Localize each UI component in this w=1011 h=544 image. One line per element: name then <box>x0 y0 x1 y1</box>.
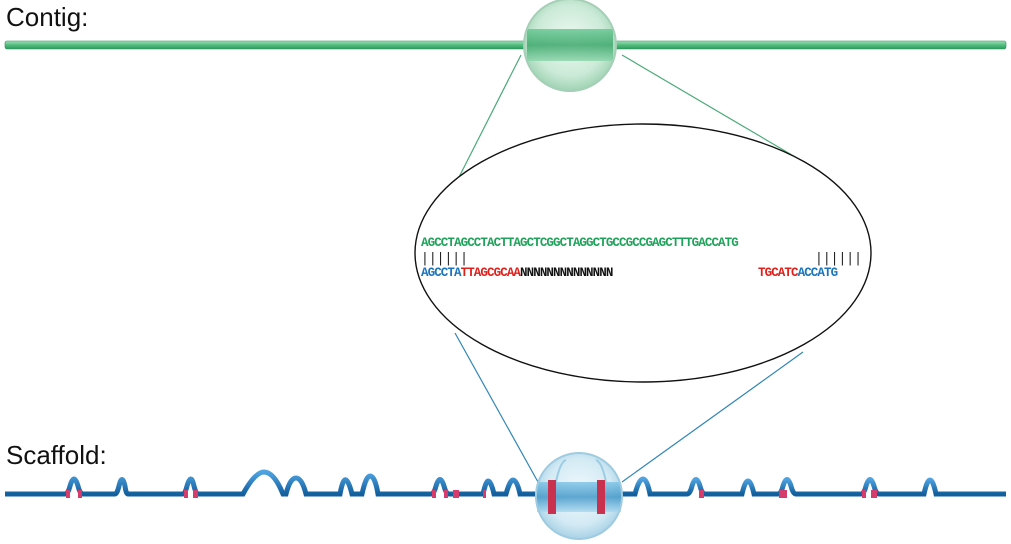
scaffold-right-match: ACCATG <box>798 266 838 280</box>
contig-zoom-line-left <box>454 54 522 186</box>
scaffold-line <box>5 469 1006 497</box>
contig-bar <box>4 40 1007 50</box>
scaffold-right-flank: TGCATC <box>758 266 799 280</box>
scaffold-sequence-right: TGCATCACCATG <box>758 266 838 280</box>
scaffold-label: Scaffold: <box>6 440 107 470</box>
scaffold-gap: NNNNNNNNNNNNNN <box>520 266 613 280</box>
scaffold-left-match: AGCCTA <box>421 266 462 280</box>
scaffold-left-flank: TTAGCGCAA <box>461 266 522 280</box>
contig-sequence: AGCCTAGCCTACTTAGCTCGGCTAGGCTGCCGCCGAGCTT… <box>421 236 738 250</box>
match-bars-right: |||||| <box>815 251 862 266</box>
match-bars-left: |||||| <box>421 251 468 266</box>
scaffold-magnifier <box>535 452 623 540</box>
contig-label: Contig: <box>6 2 89 32</box>
contig-zoom-line-right <box>621 54 798 159</box>
scaffold-zoom-line-left <box>454 332 539 483</box>
scaffold-sequence: AGCCTATTAGCGCAANNNNNNNNNNNNNN <box>421 266 613 280</box>
scaffold-gap-markers <box>66 490 877 498</box>
contig-magnifier <box>523 0 617 92</box>
alignment-zoom-ellipse <box>414 123 872 383</box>
scaffold-zoom-line-right <box>621 351 804 483</box>
